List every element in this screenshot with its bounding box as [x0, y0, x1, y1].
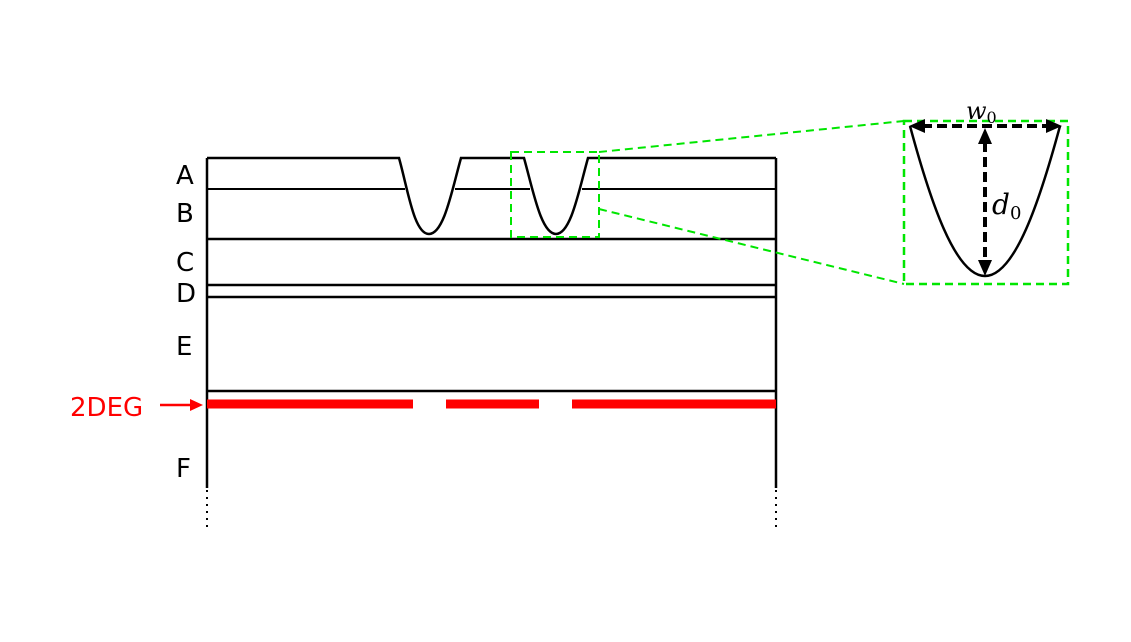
layer-label-b: B [176, 199, 194, 229]
zoom-projection-line [598, 120, 905, 153]
layer-label-a: A [176, 161, 194, 191]
layer-label-f: F [176, 454, 191, 484]
inset-frame [902, 119, 1070, 286]
2deg-arrow-head-icon [190, 399, 203, 411]
top-surface [207, 156, 776, 236]
width-arrow-left-icon [909, 119, 925, 133]
width-label: w0 [966, 97, 997, 127]
layer-label-c: C [176, 248, 194, 278]
zoom-projection-line [598, 208, 905, 285]
layer-label-d: D [176, 279, 196, 309]
depth-arrow-top-icon [978, 128, 992, 144]
depth-label: d0 [992, 188, 1021, 224]
depth-arrow-bottom-icon [978, 260, 992, 276]
zoom-selection-box [510, 151, 600, 238]
width-arrow-right-icon [1046, 119, 1062, 133]
layer-label-e: E [176, 332, 192, 362]
2deg-label: 2DEG [70, 393, 143, 423]
